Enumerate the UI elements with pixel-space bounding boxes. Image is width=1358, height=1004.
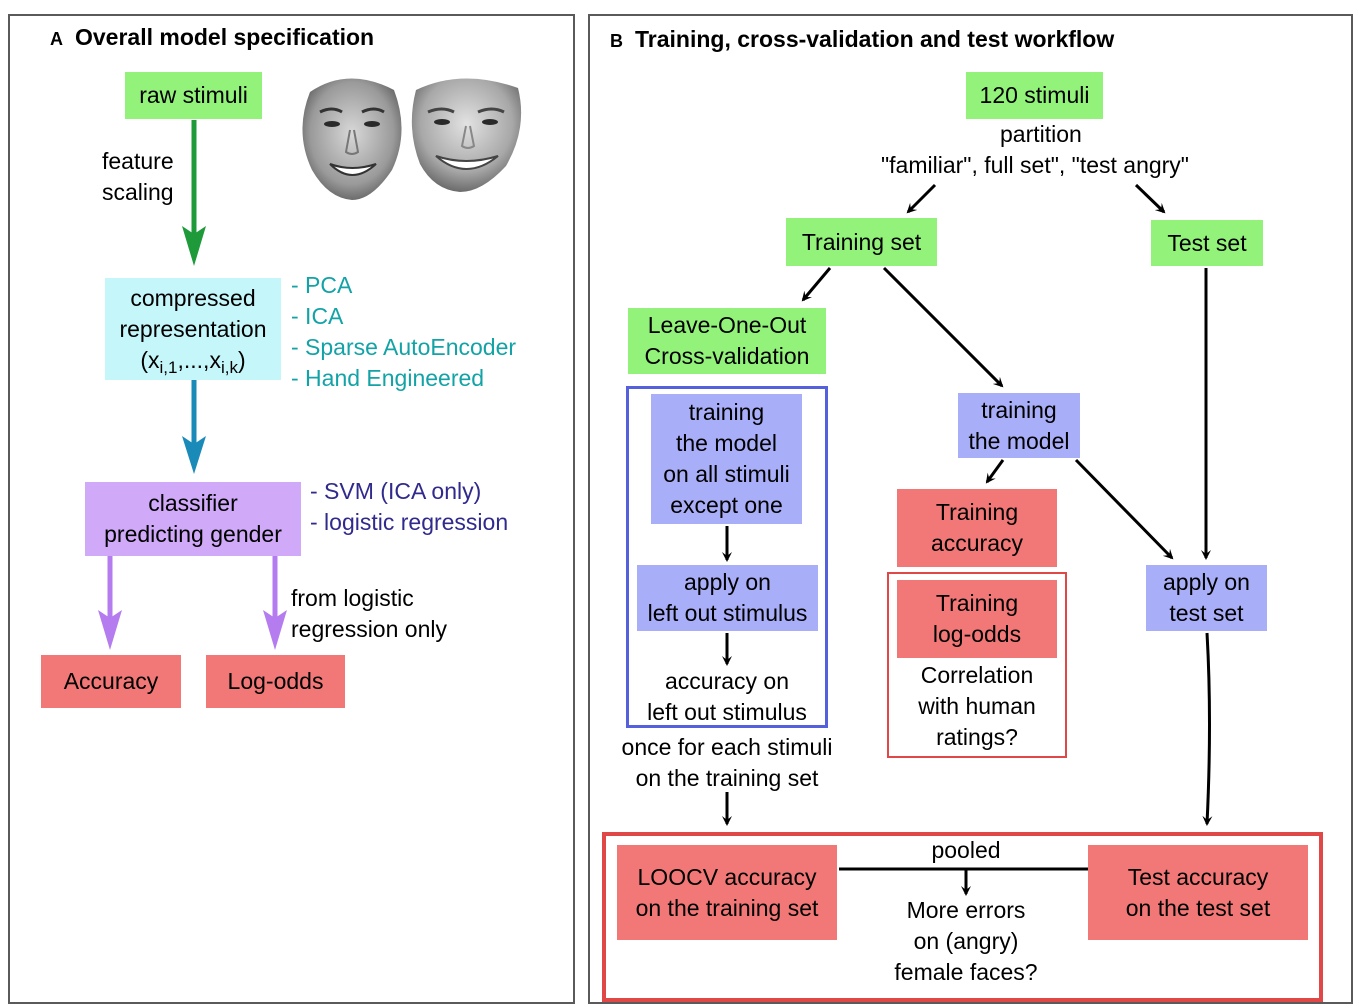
partition-label: partition xyxy=(1000,119,1082,150)
method-sparse-autoencoder: - Sparse AutoEncoder xyxy=(291,334,517,360)
feature-scaling-line-1: feature xyxy=(102,148,174,174)
training-model-box: training the model xyxy=(958,393,1080,458)
classifier-type-list: - SVM (ICA only) - logistic regression xyxy=(310,476,508,538)
correlation-line-3: ratings? xyxy=(936,724,1018,750)
log-odds-label: Log-odds xyxy=(227,668,324,694)
apply-left-out-box: apply on left out stimulus xyxy=(637,565,818,631)
raw-stimuli-label: raw stimuli xyxy=(139,82,248,108)
method-list: - PCA - ICA - Sparse AutoEncoder - Hand … xyxy=(291,270,516,394)
accuracy-left-line-1: accuracy on xyxy=(664,668,789,694)
train-all-line-1: training xyxy=(688,399,765,425)
from-logistic-line-2: regression only xyxy=(291,616,447,642)
apply-test-line-2: test set xyxy=(1169,600,1244,626)
panel-b-letter: B xyxy=(610,31,623,51)
loocv-accuracy-box: LOOCV accuracy on the training set xyxy=(617,845,837,940)
loo-frame xyxy=(626,386,828,728)
once-each-line-2: on the training set xyxy=(635,765,819,791)
representation-formula: (xi,1,...,xi,k) xyxy=(140,346,246,377)
training-accuracy-box: Training accuracy xyxy=(897,489,1057,567)
loo-box: Leave-One-Out Cross-validation xyxy=(628,308,826,374)
apply-test-line-1: apply on xyxy=(1163,569,1250,595)
test-accuracy-box: Test accuracy on the test set xyxy=(1088,845,1308,940)
panel-a-title-text: Overall model specification xyxy=(75,24,375,50)
training-accuracy-line-2: accuracy xyxy=(930,530,1024,556)
classifier-svm: - SVM (ICA only) xyxy=(310,478,482,504)
compressed-line-1: compressed xyxy=(130,284,256,311)
accuracy-box: Accuracy xyxy=(41,655,181,708)
training-log-odds-box: Training log-odds xyxy=(897,580,1057,658)
classifier-box: classifier predicting gender xyxy=(85,482,301,556)
classifier-logistic: - logistic regression xyxy=(310,509,509,535)
training-model-line-2: the model xyxy=(968,427,1070,454)
accuracy-left-out-label: accuracy on left out stimulus xyxy=(627,666,827,728)
pooled-label: pooled xyxy=(920,835,1012,866)
method-ica: - ICA xyxy=(291,303,344,329)
test-accuracy-line-2: on the test set xyxy=(1125,894,1271,921)
training-log-odds-line-1: Training xyxy=(935,590,1019,616)
panel-a-letter: A xyxy=(50,29,63,49)
formula-sub2: i,k xyxy=(220,357,238,377)
stimuli-box: 120 stimuli xyxy=(966,72,1103,119)
compressed-representation-box: compressed representation (xi,1,...,xi,k… xyxy=(105,278,281,380)
classifier-line-1: classifier xyxy=(148,490,238,516)
apply-test-set-box: apply on test set xyxy=(1146,565,1267,631)
apply-left-line-2: left out stimulus xyxy=(647,600,808,626)
training-accuracy-line-1: Training xyxy=(935,499,1019,525)
partition-sets-label: "familiar", full set", "test angry" xyxy=(865,150,1205,181)
loo-line-1: Leave-One-Out xyxy=(647,312,807,338)
feature-scaling-line-2: scaling xyxy=(102,179,174,205)
partition-text: partition xyxy=(1000,121,1082,147)
female-face xyxy=(302,78,402,200)
face-images xyxy=(292,72,524,214)
train-all-line-2: the model xyxy=(675,430,777,456)
correlation-line-1: Correlation xyxy=(920,662,1034,688)
train-all-but-one-box: training the model on all stimuli except… xyxy=(651,394,802,524)
accuracy-label: Accuracy xyxy=(63,668,159,694)
more-errors-line-2: on (angry) xyxy=(913,928,1019,954)
loocv-accuracy-line-2: on the training set xyxy=(635,894,819,921)
panel-b-title: B Training, cross-validation and test wor… xyxy=(610,26,1114,53)
log-odds-frame xyxy=(887,572,1067,758)
panel-a-title: A Overall model specification xyxy=(50,24,374,51)
classifier-line-2: predicting gender xyxy=(104,521,282,547)
from-logistic-note: from logistic regression only xyxy=(291,583,447,645)
once-each-label: once for each stimuli on the training se… xyxy=(607,732,847,794)
test-accuracy-line-1: Test accuracy xyxy=(1127,863,1269,890)
raw-stimuli-box: raw stimuli xyxy=(125,72,262,119)
training-log-odds-line-2: log-odds xyxy=(932,621,1022,647)
test-set-box: Test set xyxy=(1151,220,1263,266)
apply-left-line-1: apply on xyxy=(684,569,771,595)
accuracy-left-line-2: left out stimulus xyxy=(647,699,807,725)
more-errors-label: More errors on (angry) female faces? xyxy=(874,895,1058,988)
training-set-label: Training set xyxy=(801,228,922,255)
once-each-line-1: once for each stimuli xyxy=(621,734,833,760)
from-logistic-line-1: from logistic xyxy=(291,585,414,611)
more-errors-line-3: female faces? xyxy=(894,959,1038,985)
compressed-line-2: representation xyxy=(119,315,267,342)
training-model-line-1: training xyxy=(981,396,1057,423)
formula-dots: ,..., xyxy=(177,346,210,373)
correlation-line-2: with human xyxy=(918,693,1036,719)
male-face xyxy=(411,78,522,192)
correlation-label: Correlation with human ratings? xyxy=(890,660,1064,753)
loocv-accuracy-line-1: LOOCV accuracy xyxy=(637,863,817,890)
stimuli-label: 120 stimuli xyxy=(979,82,1090,108)
formula-x2: x xyxy=(209,346,221,373)
training-set-box: Training set xyxy=(786,218,937,266)
method-pca: - PCA xyxy=(291,272,353,298)
log-odds-box: Log-odds xyxy=(206,655,345,708)
feature-scaling-label: feature scaling xyxy=(102,146,174,208)
pooled-text: pooled xyxy=(931,837,1001,863)
train-all-line-3: on all stimuli xyxy=(663,461,790,487)
loo-line-2: Cross-validation xyxy=(644,343,810,369)
train-all-line-4: except one xyxy=(670,492,783,518)
formula-sub1: i,1 xyxy=(159,357,178,377)
panel-b-title-text: Training, cross-validation and test work… xyxy=(635,26,1115,52)
test-set-label: Test set xyxy=(1167,229,1247,256)
more-errors-line-1: More errors xyxy=(906,897,1026,923)
formula-x1: x xyxy=(148,346,160,373)
partition-sets-text: "familiar", full set", "test angry" xyxy=(881,152,1189,178)
method-hand-engineered: - Hand Engineered xyxy=(291,365,485,391)
